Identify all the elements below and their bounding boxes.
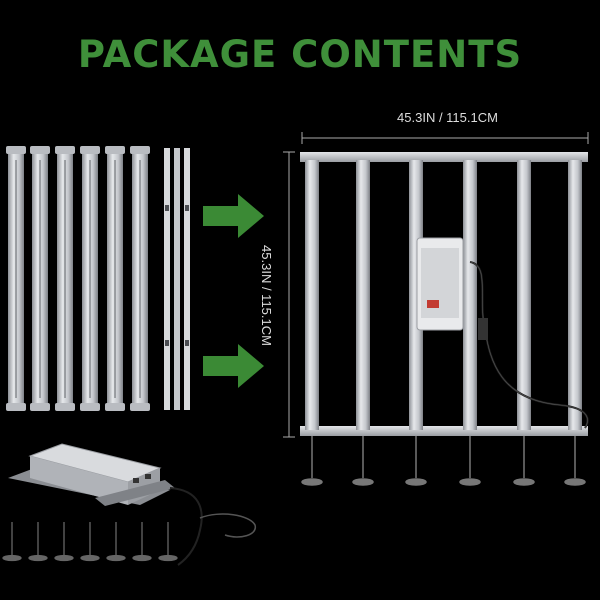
fixture-hangers [301, 436, 586, 486]
width-dimension-line [301, 132, 589, 144]
fixture-bar [517, 160, 531, 430]
mounting-rail [164, 148, 170, 410]
fixture-bar [356, 160, 370, 430]
fixture-bar [409, 160, 423, 430]
height-dimension-line [283, 151, 295, 438]
page-title: PACKAGE CONTENTS [77, 33, 523, 76]
bottom-rail [300, 426, 588, 436]
mounting-rail [174, 148, 180, 410]
loose-light-bars [6, 146, 150, 411]
loose-hangers [2, 522, 178, 562]
assembled-fixture [300, 152, 589, 436]
driver-box [8, 443, 256, 566]
fixture-bar [305, 160, 319, 430]
arrow-right-icon [203, 344, 264, 388]
fixture-bar [463, 160, 477, 430]
mounting-rail [184, 148, 190, 410]
arrow-right-icon [203, 194, 264, 238]
mounting-rails [164, 148, 190, 410]
top-rail [300, 152, 588, 162]
width-dimension-label: 45.3IN / 115.1CM [397, 110, 498, 125]
driver-cable [169, 487, 203, 566]
fixture-bar [568, 160, 582, 430]
